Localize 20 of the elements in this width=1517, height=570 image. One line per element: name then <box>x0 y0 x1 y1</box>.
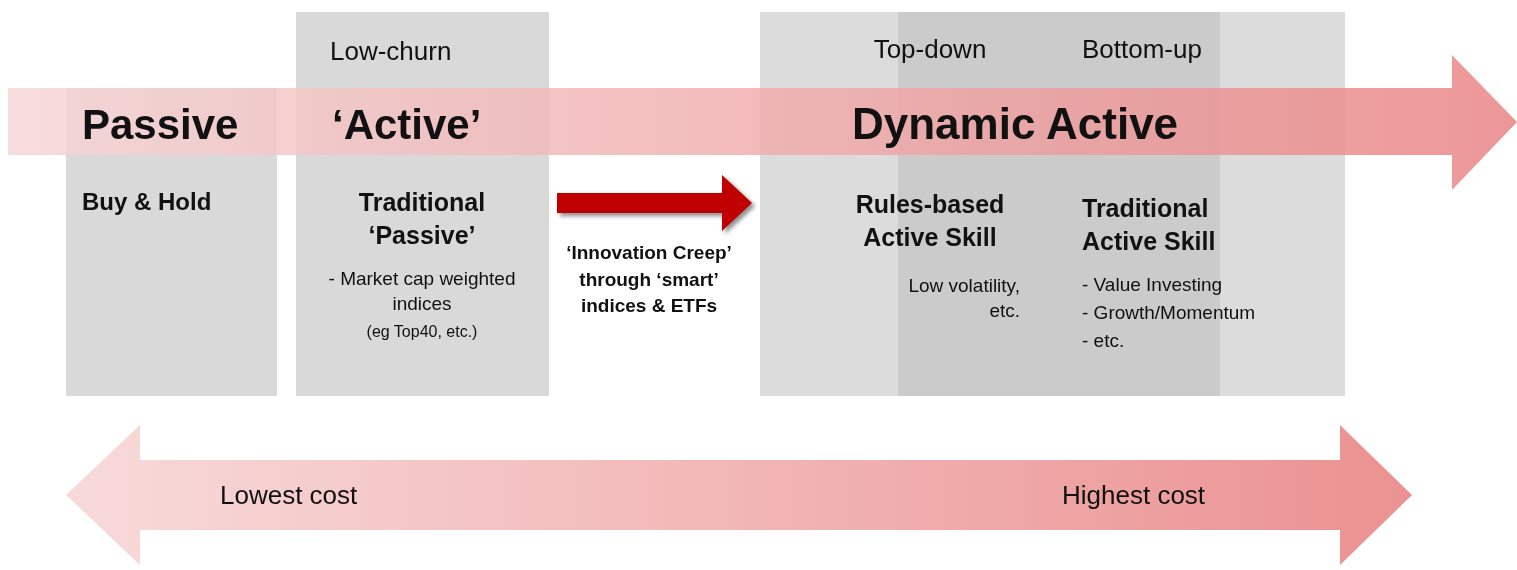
category-title: ‘Active’ <box>332 100 483 150</box>
description: - Market cap weighted indices <box>327 267 517 316</box>
strategy-heading: Traditional Active Skill <box>1082 193 1217 257</box>
example-note: (eg Top40, etc.) <box>365 322 479 342</box>
strategy-heading: Rules-based Active Skill <box>854 189 1006 253</box>
list-item: - etc. <box>1082 330 1126 353</box>
arrow <box>557 175 752 231</box>
column-heading: Low-churn <box>330 36 453 68</box>
edge-label: ‘Innovation Creep’ through ‘smart’ indices & ETFs <box>565 241 733 319</box>
category-title: Passive <box>82 100 240 150</box>
list-item: - Growth/Momentum <box>1082 302 1257 325</box>
list-item: - Value Investing <box>1082 274 1224 297</box>
cost-label: Highest cost <box>1062 480 1206 511</box>
cost-label: Lowest cost <box>220 480 358 511</box>
column-heading: Bottom-up <box>1082 34 1203 66</box>
column-heading: Top-down <box>872 34 988 66</box>
strategy-heading: Buy & Hold <box>82 188 213 217</box>
description: Low volatility, etc. <box>907 274 1020 323</box>
category-title: Dynamic Active <box>852 98 1180 150</box>
strategy-heading: Traditional ‘Passive’ <box>357 187 487 251</box>
